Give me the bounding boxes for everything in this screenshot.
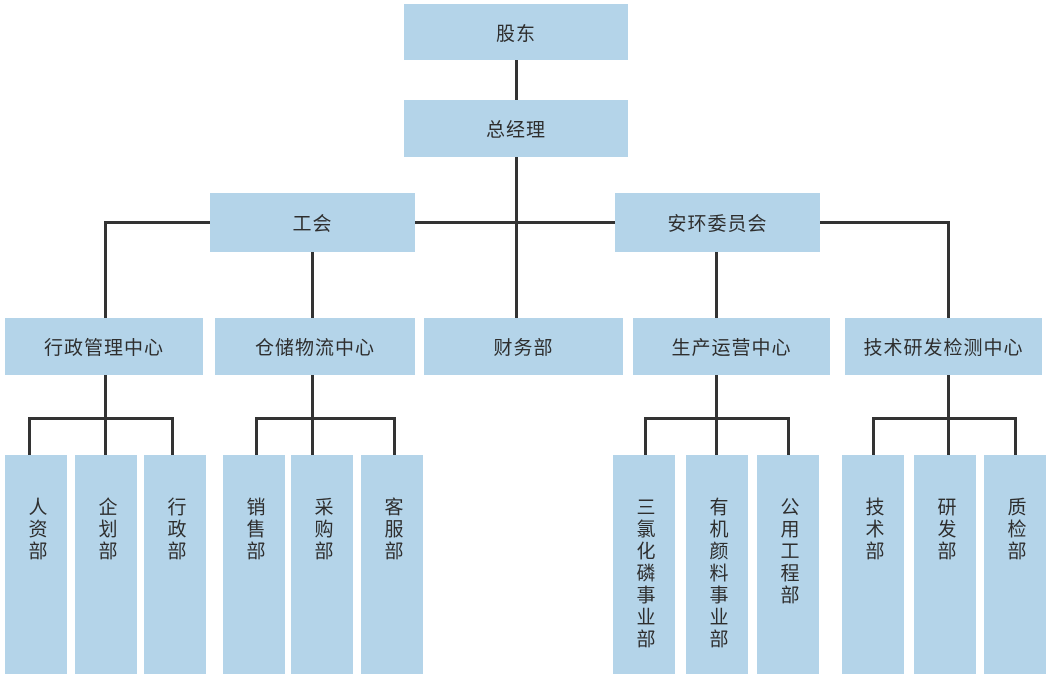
connector-group4-stub-right xyxy=(1014,417,1017,455)
node-procurement-dept-label: 采购部 xyxy=(311,497,334,563)
connector-group2-stub-right xyxy=(393,417,396,455)
node-rd-dept: 研发部 xyxy=(914,455,976,674)
node-quality-inspection-dept-label: 质检部 xyxy=(1004,497,1027,563)
connector-group3-stub-right xyxy=(787,417,790,455)
node-production-operations-center-label: 生产运营中心 xyxy=(671,337,792,359)
node-planning-dept: 企划部 xyxy=(75,455,137,674)
connector-group4-stub-left xyxy=(872,417,875,455)
node-labor-union: 工会 xyxy=(210,193,415,252)
node-procurement-dept: 采购部 xyxy=(291,455,353,674)
connector-group1-down xyxy=(104,375,107,420)
connector-committee-down xyxy=(715,252,718,318)
connector-group1-stub-left xyxy=(28,417,31,455)
node-sales-dept: 销售部 xyxy=(223,455,285,674)
connector-group1-horizontal xyxy=(28,417,174,420)
node-safety-environment-committee-label: 安环委员会 xyxy=(667,213,768,235)
connector-main-horizontal xyxy=(104,221,950,224)
connector-group2-stub-mid xyxy=(311,417,314,455)
connector-group1-stub-right xyxy=(171,417,174,455)
node-sales-dept-label: 销售部 xyxy=(243,497,266,563)
node-phosphorus-trichloride-division: 三氯化磷事业部 xyxy=(613,455,675,674)
node-labor-union-label: 工会 xyxy=(292,213,333,235)
node-general-manager: 总经理 xyxy=(404,100,628,157)
connector-shareholders-gm xyxy=(515,60,518,100)
node-organic-pigment-division: 有机颜料事业部 xyxy=(686,455,748,674)
node-finance-dept-label: 财务部 xyxy=(493,337,554,359)
node-production-operations-center: 生产运营中心 xyxy=(633,318,830,375)
node-admin-management-center: 行政管理中心 xyxy=(5,318,203,375)
node-administration-dept: 行政部 xyxy=(144,455,206,674)
connector-right-branch-down xyxy=(947,221,950,318)
node-admin-management-center-label: 行政管理中心 xyxy=(43,337,164,359)
node-phosphorus-trichloride-division-label: 三氯化磷事业部 xyxy=(633,497,656,651)
node-shareholders-label: 股东 xyxy=(495,22,536,45)
connector-group2-down xyxy=(311,375,314,420)
node-utility-engineering-dept: 公用工程部 xyxy=(757,455,819,674)
connector-group2-stub-left xyxy=(255,417,258,455)
node-utility-engineering-dept-label: 公用工程部 xyxy=(777,497,800,607)
node-planning-dept-label: 企划部 xyxy=(95,497,118,563)
node-organic-pigment-division-label: 有机颜料事业部 xyxy=(706,497,729,651)
node-customer-service-dept-label: 客服部 xyxy=(381,497,404,563)
node-general-manager-label: 总经理 xyxy=(485,119,546,141)
node-tech-rd-testing-center-label: 技术研发检测中心 xyxy=(863,337,1024,359)
node-quality-inspection-dept: 质检部 xyxy=(984,455,1046,674)
connector-group3-stub-left xyxy=(644,417,647,455)
node-hr-dept-label: 人资部 xyxy=(25,497,48,563)
connector-group3-down xyxy=(715,375,718,420)
node-shareholders: 股东 xyxy=(404,4,628,60)
connector-group3-stub-mid xyxy=(715,417,718,455)
node-rd-dept-label: 研发部 xyxy=(934,497,957,563)
connector-group4-horizontal xyxy=(872,417,1017,420)
connector-group4-stub-mid xyxy=(947,417,950,455)
connector-group4-down xyxy=(947,375,950,420)
node-warehouse-logistics-center: 仓储物流中心 xyxy=(215,318,415,375)
node-safety-environment-committee: 安环委员会 xyxy=(615,193,820,252)
node-administration-dept-label: 行政部 xyxy=(164,497,187,563)
node-technology-dept: 技术部 xyxy=(842,455,904,674)
node-finance-dept: 财务部 xyxy=(424,318,623,375)
connector-group2-horizontal xyxy=(255,417,396,420)
connector-union-down xyxy=(311,252,314,318)
node-tech-rd-testing-center: 技术研发检测中心 xyxy=(845,318,1042,375)
node-warehouse-logistics-center-label: 仓储物流中心 xyxy=(254,337,375,359)
connector-group1-stub-mid xyxy=(104,417,107,455)
node-technology-dept-label: 技术部 xyxy=(862,497,885,563)
node-customer-service-dept: 客服部 xyxy=(361,455,423,674)
connector-left-branch-down xyxy=(104,221,107,318)
connector-gm-finance xyxy=(515,157,518,318)
node-hr-dept: 人资部 xyxy=(5,455,67,674)
